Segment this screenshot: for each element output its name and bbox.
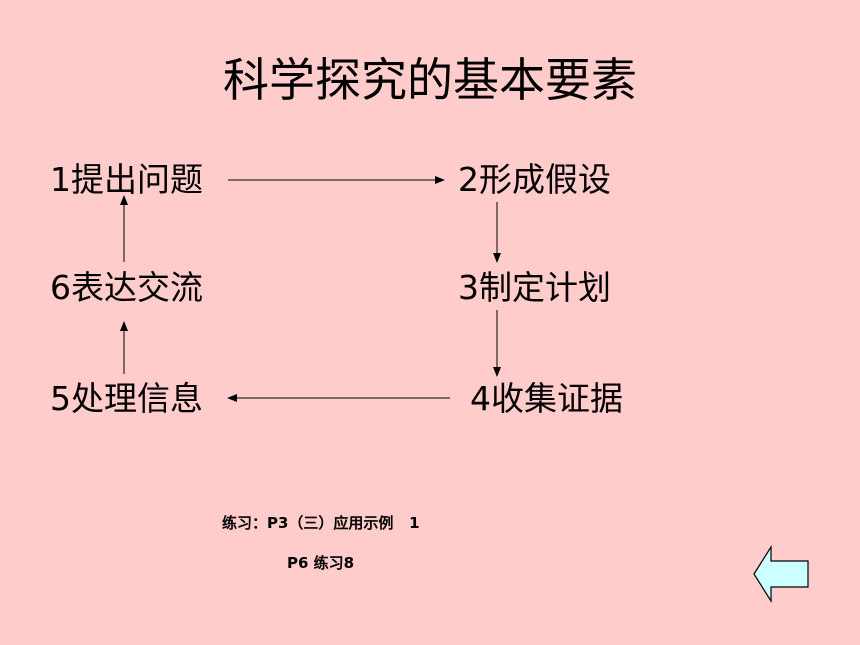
slide-title: 科学探究的基本要素 [223,53,637,107]
left-arrow-icon [753,544,809,604]
step-2-form-hypothesis: 2形成假设 [458,160,611,199]
back-button[interactable] [752,544,812,607]
exercise-note-2: P6 练习8 [287,554,355,572]
step-1-ask-question: 1提出问题 [50,160,203,199]
step-4-collect-evidence: 4收集证据 [470,379,623,418]
step-5-process-information: 5处理信息 [50,379,203,418]
step-3-make-plan: 3制定计划 [458,268,611,307]
exercise-note-1: 练习：P3（三）应用示例 1 [222,514,420,532]
step-6-express-communicate: 6表达交流 [50,268,203,307]
